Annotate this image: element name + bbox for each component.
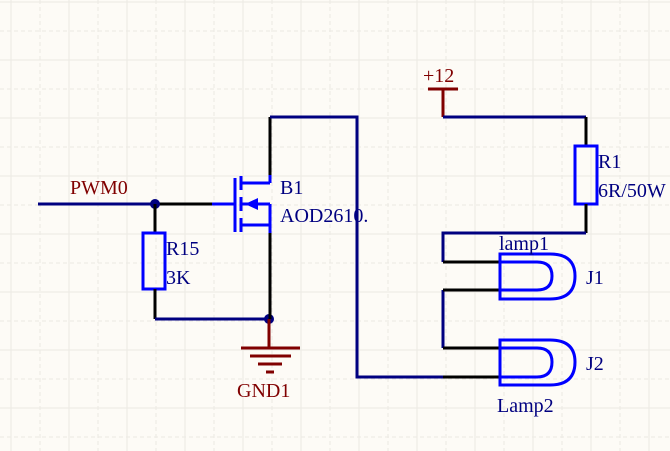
j1-designator: J1: [586, 267, 604, 289]
j2-inner-body: [500, 346, 554, 379]
vcc-power-port[interactable]: +12: [423, 65, 458, 117]
vcc-net-label: +12: [423, 65, 454, 87]
resistor-r15[interactable]: R15 3K: [141, 204, 199, 319]
gnd-power-port[interactable]: GND1: [237, 319, 300, 402]
b1-designator: B1: [280, 177, 303, 199]
lamp-j2[interactable]: J2 Lamp2: [497, 338, 604, 417]
r1-value: 6R/50W: [598, 180, 666, 202]
j2-comment: Lamp2: [497, 395, 554, 417]
j1-inner-body: [500, 260, 554, 292]
j2-designator: J2: [586, 353, 604, 375]
body-arrow-icon: [245, 198, 258, 210]
r1-lamp1-wire[interactable]: [441, 231, 586, 262]
r1-body[interactable]: [573, 144, 599, 206]
j1-outer-body: [498, 252, 577, 301]
b1-value: AOD2610.: [280, 205, 368, 227]
resistor-r1[interactable]: R1 6R/50W: [573, 117, 666, 233]
r15-body[interactable]: [141, 231, 167, 291]
r15-value: 3K: [166, 267, 191, 289]
pwm-net[interactable]: PWM0: [38, 177, 212, 209]
gnd-net-label: GND1: [237, 380, 290, 402]
j1-comment: lamp1: [499, 233, 549, 255]
mosfet-b1[interactable]: B1 AOD2610.: [212, 175, 368, 233]
lamp-j1[interactable]: lamp1 J1: [498, 233, 604, 301]
j2-outer-body: [498, 338, 577, 387]
pwm-net-label[interactable]: PWM0: [70, 177, 128, 199]
r1-designator: R1: [598, 151, 621, 173]
drain-wire[interactable]: [270, 115, 443, 379]
r15-designator: R15: [166, 238, 199, 260]
